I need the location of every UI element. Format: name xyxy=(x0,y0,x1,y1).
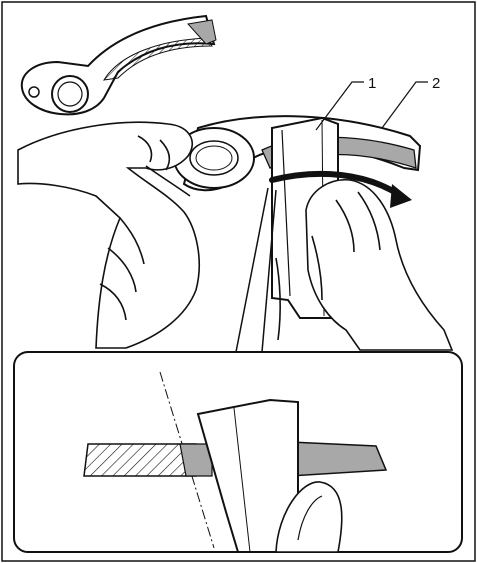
detail-inset xyxy=(14,352,462,552)
callout-2-label: 2 xyxy=(432,75,440,92)
callout-1-label: 1 xyxy=(368,75,376,92)
